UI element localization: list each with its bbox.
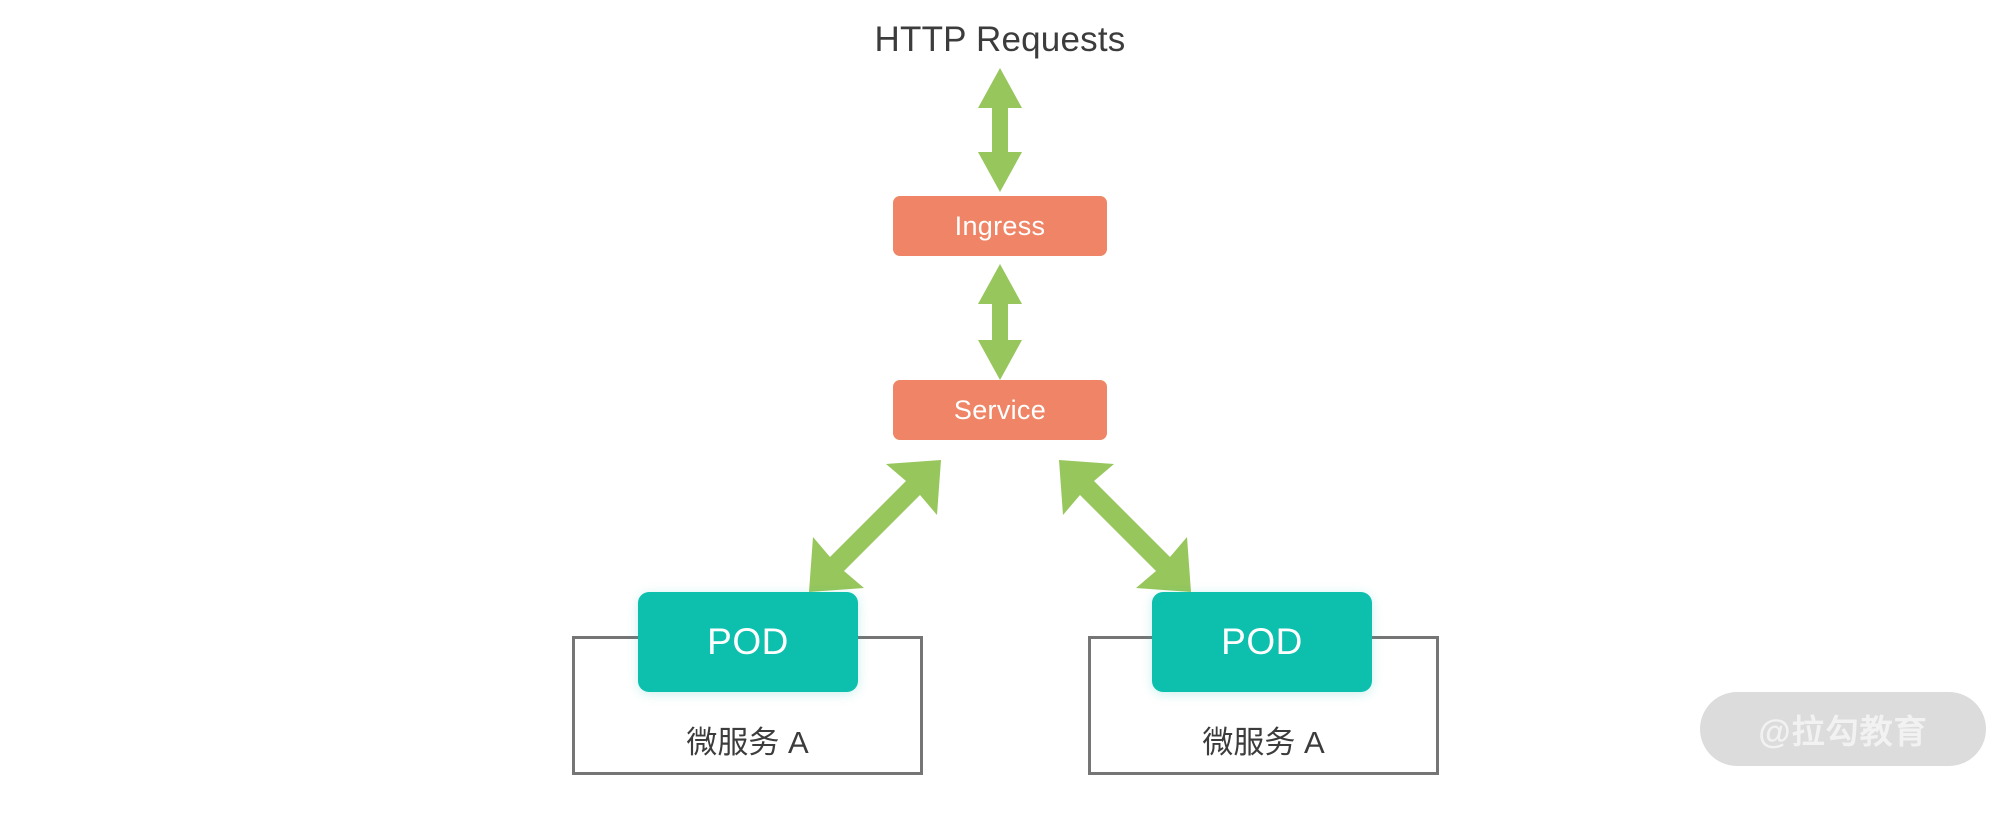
connector-service-to-pod-left [809,460,941,592]
node-pod-right-label: POD [1221,621,1303,662]
node-service[interactable]: Service [893,380,1107,440]
connector-service-to-pod-right [1059,460,1191,592]
node-ingress-label: Ingress [954,210,1046,241]
watermark-badge: @拉勾教育 [1700,692,1986,766]
node-ingress[interactable]: Ingress [893,196,1107,256]
connector-ingress-to-service [978,264,1022,380]
node-pod-left-label: POD [707,621,789,662]
page-title: HTTP Requests [874,20,1126,59]
watermark-label: @拉勾教育 [1758,713,1928,750]
microservice-left-label: 微服务 A [686,725,809,760]
node-service-label: Service [953,394,1047,425]
connector-http-to-ingress [978,68,1022,192]
node-pod-left[interactable]: POD [638,592,858,692]
microservice-right-label: 微服务 A [1202,725,1325,760]
node-pod-right[interactable]: POD [1152,592,1372,692]
